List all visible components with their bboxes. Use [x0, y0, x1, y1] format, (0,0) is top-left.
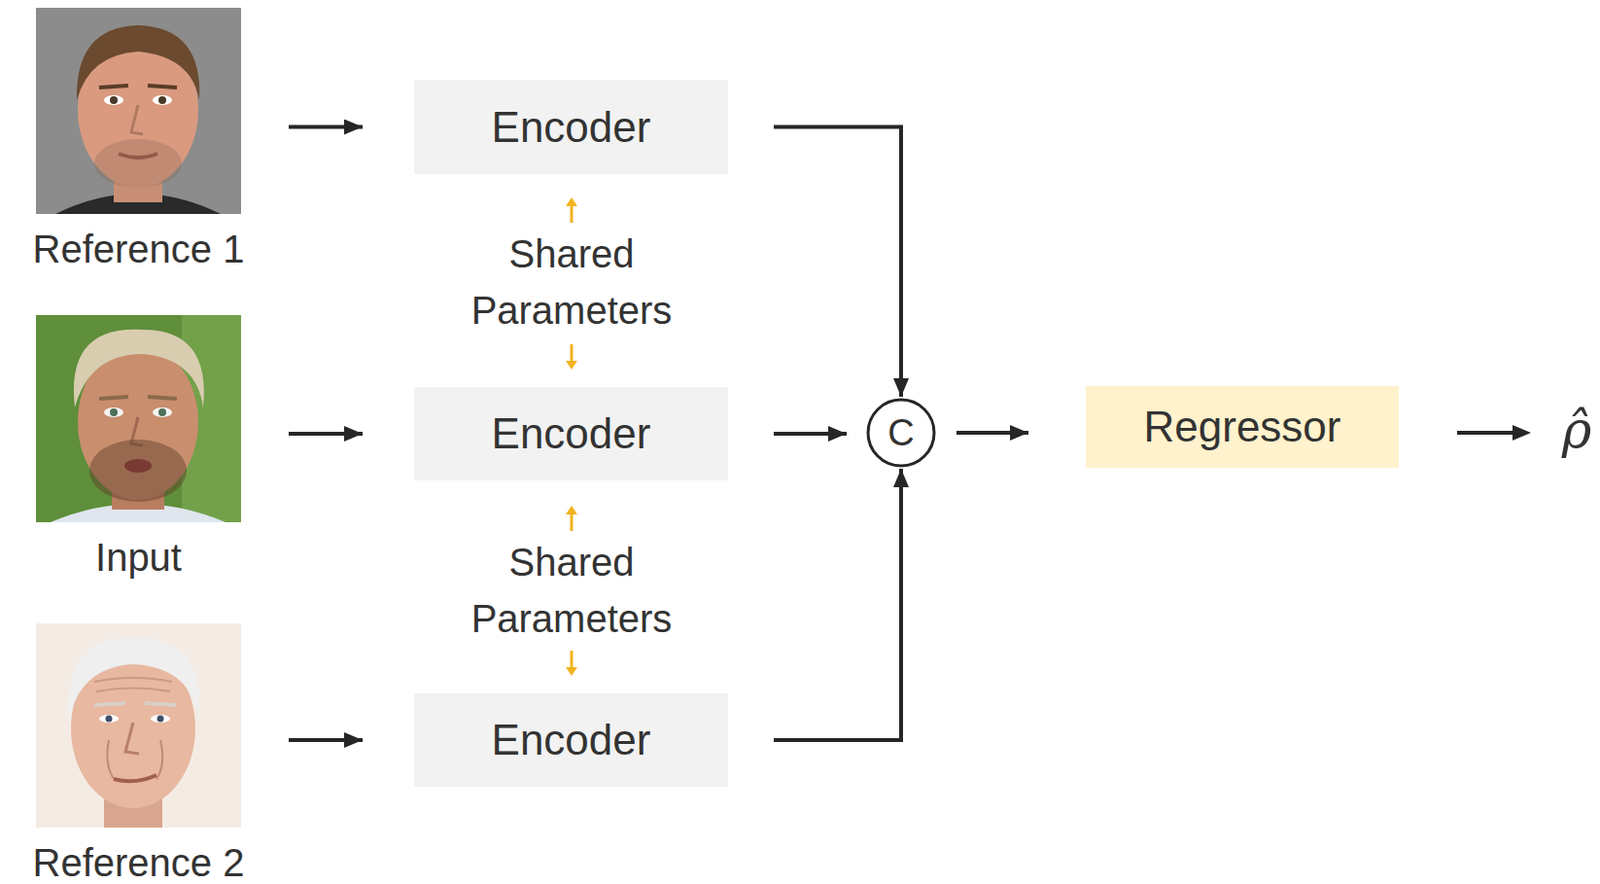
- mouth: [124, 458, 152, 473]
- photo-background: [35, 623, 242, 828]
- output-symbol: ρ̂: [1555, 398, 1599, 461]
- beard: [89, 439, 187, 502]
- mouth: [113, 774, 157, 781]
- arrow-connector: [773, 468, 902, 740]
- eye: [104, 407, 124, 418]
- eye: [99, 714, 119, 723]
- photo-background: [35, 314, 242, 522]
- arrow-connector: [773, 431, 847, 436]
- brows: [94, 702, 176, 705]
- image-caption: Reference 1: [33, 227, 245, 271]
- pupil: [157, 715, 165, 723]
- face-photo: [35, 623, 242, 828]
- photo-background: [35, 7, 242, 214]
- face-photo: [35, 314, 242, 522]
- module-box: Regressor: [1085, 385, 1399, 468]
- shared-note: Shared Parameters: [445, 533, 698, 647]
- shared-arrow: [570, 650, 574, 668]
- hair: [73, 329, 205, 408]
- arrow-connector: [773, 127, 902, 398]
- arrow-connector: [288, 737, 363, 742]
- nose: [131, 104, 143, 135]
- shared-arrowhead: [565, 666, 578, 676]
- output-arrowhead: [1512, 424, 1531, 441]
- eye: [150, 714, 171, 723]
- pupil: [158, 408, 167, 417]
- pupil: [158, 96, 167, 105]
- image-caption: Reference 2: [33, 840, 245, 884]
- pupil: [105, 715, 113, 723]
- hair: [69, 637, 201, 721]
- module-name: Encoder: [491, 409, 652, 458]
- eye: [104, 95, 124, 105]
- image-caption: Input: [95, 535, 182, 579]
- eye: [152, 407, 173, 418]
- arrow-connector: [288, 125, 363, 130]
- eye: [152, 95, 173, 105]
- arrow-connector: [956, 430, 1029, 435]
- shared-arrowhead: [565, 360, 578, 370]
- image-frame: Input: [35, 314, 242, 522]
- hair: [76, 25, 200, 101]
- module-box: Encoder: [414, 79, 729, 174]
- nose: [125, 722, 140, 754]
- shared-arrow: [570, 205, 574, 223]
- pupil: [109, 96, 118, 105]
- shared-arrow: [570, 513, 574, 531]
- pupil: [109, 408, 118, 417]
- face-photo: [35, 7, 242, 214]
- module-box: Encoder: [414, 386, 729, 481]
- operator-symbol: C: [887, 412, 914, 454]
- circle-shape: [868, 399, 935, 466]
- module-name: Regressor: [1144, 402, 1342, 452]
- image-frame: Reference 2: [35, 623, 242, 828]
- brows: [99, 396, 177, 399]
- module-name: Encoder: [491, 715, 652, 765]
- output-arrow: [1457, 430, 1515, 435]
- shared-note: Shared Parameters: [445, 225, 698, 339]
- shared-arrowhead: [565, 197, 578, 207]
- image-frame: Reference 1: [35, 7, 242, 214]
- module-box: Encoder: [414, 693, 729, 787]
- concat-circle: C: [866, 397, 937, 468]
- arrow-connector: [288, 431, 363, 436]
- module-name: Encoder: [491, 103, 652, 152]
- stubble: [94, 139, 182, 188]
- wrinkles: [94, 677, 173, 692]
- shared-arrow: [570, 344, 574, 362]
- brows: [99, 85, 177, 88]
- wrinkles: [106, 739, 163, 779]
- shared-arrowhead: [565, 505, 578, 515]
